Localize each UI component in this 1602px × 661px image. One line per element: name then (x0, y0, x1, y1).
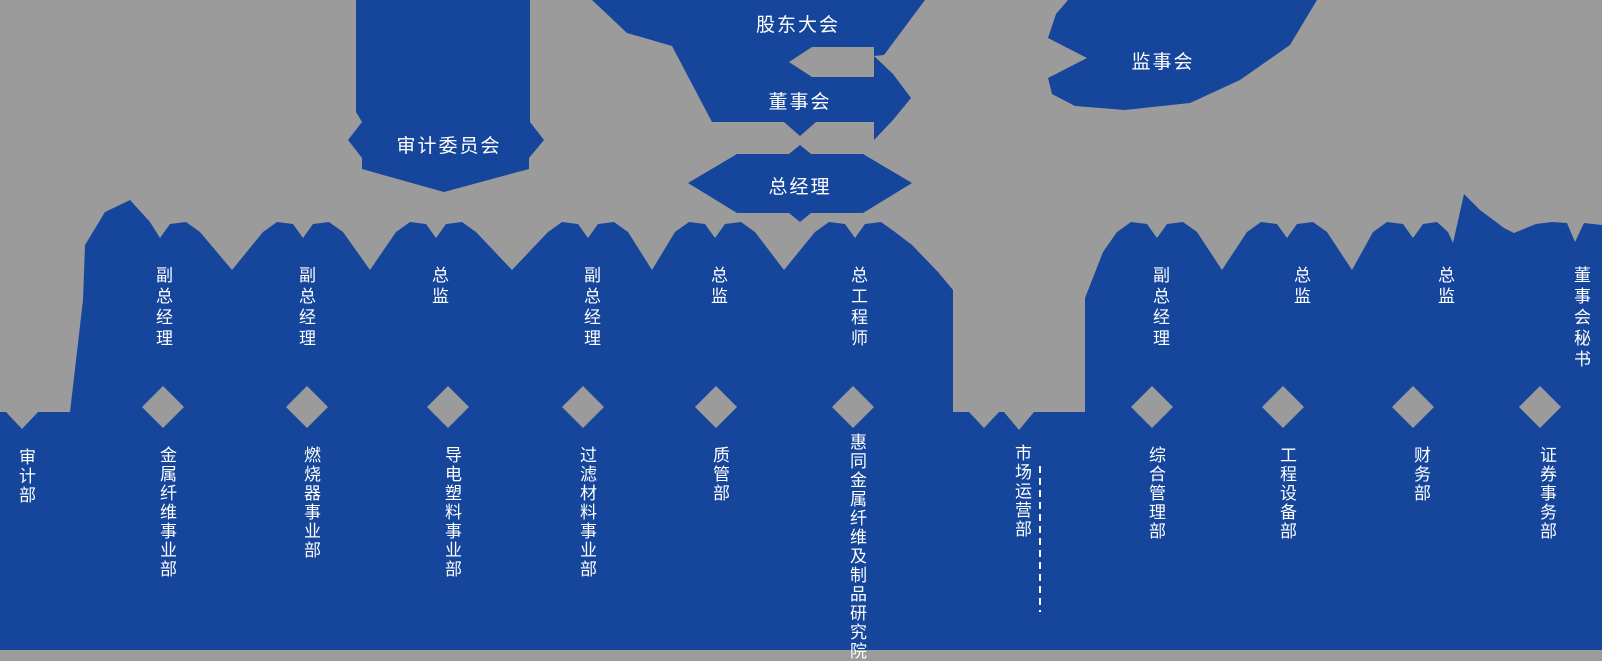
board-of-directors-label: 董事会 (768, 91, 832, 113)
dept-label-audit: 审计部 (15, 448, 35, 505)
dept-label-metal-fiber: 金属纤维事业部 (156, 446, 176, 579)
connector-diamond (562, 386, 604, 428)
supervisory-board-shape (1048, 0, 1317, 110)
connector-diamond (1131, 386, 1173, 428)
connector-diamond (832, 386, 874, 428)
department-band-shape (0, 412, 1602, 650)
general-manager-shape (688, 145, 912, 222)
general-manager-label: 总经理 (768, 176, 832, 198)
dept-label-securities-affairs: 证券事务部 (1536, 446, 1556, 541)
role-label-director-3: 总监 (1290, 266, 1310, 308)
dept-label-market-operations: 市场运营部 (1011, 444, 1031, 539)
market-dept-arrow-notch (969, 412, 999, 428)
supervisory-board-label: 监事会 (1131, 51, 1195, 73)
role-label-board-secretary: 董事会秘书 (1570, 266, 1590, 371)
left-executive-group-shape (70, 200, 953, 412)
connector-diamond (286, 386, 328, 428)
role-label-vice-gm-1: 副总经理 (152, 266, 172, 350)
role-label-vice-gm-3: 副总经理 (580, 266, 600, 350)
role-label-director-4: 总监 (1434, 266, 1454, 308)
shareholders-board-arrow-slot (789, 47, 874, 77)
dept-label-quality: 质管部 (709, 446, 729, 503)
dept-label-finance: 财务部 (1410, 446, 1430, 503)
connector-diamond (695, 386, 737, 428)
audit-dept-arrow-notch (6, 412, 38, 429)
dept-label-conductive-plastics: 导电塑料事业部 (441, 446, 461, 579)
dept-label-burner: 燃烧器事业部 (300, 446, 320, 560)
right-executive-group-shape (1085, 194, 1602, 412)
role-label-director-1: 总监 (428, 266, 448, 308)
connector-diamond (427, 386, 469, 428)
role-label-vice-gm-2: 副总经理 (295, 266, 315, 350)
market-dept-arrow-notch (1004, 412, 1034, 430)
connector-diamond (1519, 386, 1561, 428)
dept-label-general-admin: 综合管理部 (1145, 446, 1165, 541)
connector-diamond (142, 386, 184, 428)
dept-label-research-institute: 惠同金属纤维及制品研究院 (846, 433, 866, 661)
shareholders-meeting-label: 股东大会 (755, 14, 841, 36)
audit-committee-shape (348, 0, 544, 192)
role-label-director-2: 总监 (707, 266, 727, 308)
shareholders-board-shape (592, 0, 925, 140)
dept-label-filter-materials: 过滤材料事业部 (576, 446, 596, 579)
connector-diamond (1392, 386, 1434, 428)
audit-committee-label: 审计委员会 (396, 135, 502, 157)
role-label-vice-gm-4: 副总经理 (1149, 266, 1169, 350)
connector-diamond (1262, 386, 1304, 428)
dept-label-engineering-equipment: 工程设备部 (1276, 446, 1296, 541)
role-label-chief-engineer: 总工程师 (847, 266, 867, 350)
